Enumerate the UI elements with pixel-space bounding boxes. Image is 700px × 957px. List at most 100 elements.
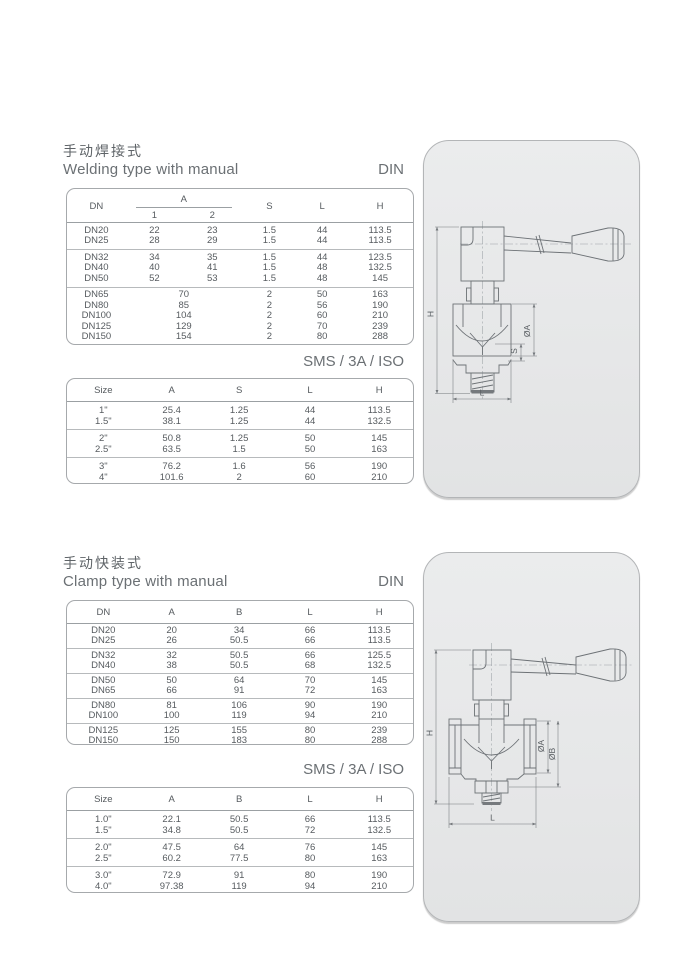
cell: 60.2 (162, 852, 181, 864)
cell: 2.5" (95, 852, 112, 864)
cell: 85 (178, 299, 190, 311)
cell: 190 (371, 869, 388, 881)
welding-drawing-panel: H ØA S L (423, 140, 640, 498)
cell: DN20 (91, 624, 116, 636)
dimension-s: S (495, 343, 525, 362)
cell: 68 (304, 660, 316, 671)
cell: 1.5 (232, 443, 246, 455)
cell: 101.6 (159, 471, 184, 483)
col-header: H (376, 201, 384, 212)
col-header: S (266, 201, 273, 212)
cell: 97.38 (159, 880, 184, 892)
cell: 50.5 (229, 649, 249, 661)
col-header: L (307, 606, 313, 618)
pipe-end (482, 802, 501, 805)
cell: 91 (233, 869, 245, 881)
cell: 80 (316, 331, 328, 342)
cell: 44 (316, 251, 328, 263)
cell: 70 (178, 289, 190, 300)
cell: 125 (163, 724, 180, 736)
col-header: Size (94, 793, 113, 805)
cell: 80 (304, 735, 316, 745)
cell: 150 (163, 735, 180, 745)
cell: 132.5 (367, 415, 392, 427)
cell: 25.4 (162, 404, 181, 416)
clamp-drawing-panel: H ØA ØB L (423, 552, 640, 922)
welding-title-zh: 手动焊接式 (63, 143, 143, 159)
cell: 113.5 (367, 404, 391, 416)
cell: 1" (99, 404, 108, 416)
clamp-title-en: Clamp type with manual (63, 573, 228, 590)
dimension-db: ØB (509, 720, 561, 788)
cell: 1.5 (262, 224, 276, 236)
cell: 80 (304, 724, 316, 736)
cell: 163 (371, 443, 388, 455)
dimension-label-l: L (490, 813, 495, 823)
dimension-label-da: ØA (536, 740, 546, 753)
cell: 1.5" (95, 824, 112, 836)
cell: 125.5 (367, 649, 392, 661)
dimension-h: H (425, 649, 474, 805)
cell: 72 (304, 685, 316, 696)
col-header: B (235, 606, 243, 618)
cell: 1.25 (229, 404, 249, 416)
col-header: S (235, 384, 243, 396)
col-header: H (375, 606, 383, 618)
welding-din-label: DIN (378, 161, 404, 178)
cell: 113.5 (368, 235, 392, 246)
cell: 2 (266, 289, 273, 300)
cell: 210 (371, 880, 388, 892)
cell: 72.9 (162, 869, 181, 881)
cell: DN65 (84, 289, 109, 300)
cell: 2 (236, 471, 242, 483)
cell: 66 (166, 685, 177, 696)
cell: 50.5 (229, 635, 249, 646)
cell: 2 (266, 310, 273, 321)
cell: DN125 (88, 724, 119, 736)
cell: 81 (166, 699, 177, 711)
dimension-h: H (426, 226, 470, 394)
welding-sms-label: SMS / 3A / ISO (303, 353, 404, 370)
cell: 190 (371, 460, 388, 472)
cell: 132.5 (368, 262, 392, 273)
cell: 113.5 (367, 813, 391, 825)
cell: 210 (371, 710, 388, 721)
cell: 50 (304, 443, 316, 455)
cell: 72 (304, 824, 316, 836)
cell: 50 (316, 289, 328, 300)
cell: 23 (207, 224, 218, 236)
cell: 48 (316, 272, 328, 284)
cell: 80 (304, 852, 316, 864)
dimension-label-da: ØA (522, 325, 532, 338)
col-header: DN (96, 606, 111, 618)
dimension-l: L (452, 359, 512, 403)
cell: 106 (231, 699, 248, 711)
cell: 2 (266, 331, 273, 342)
weld-end (471, 390, 494, 394)
cell: 104 (175, 310, 192, 321)
col-header: L (319, 201, 325, 212)
cell: 80 (304, 869, 316, 881)
